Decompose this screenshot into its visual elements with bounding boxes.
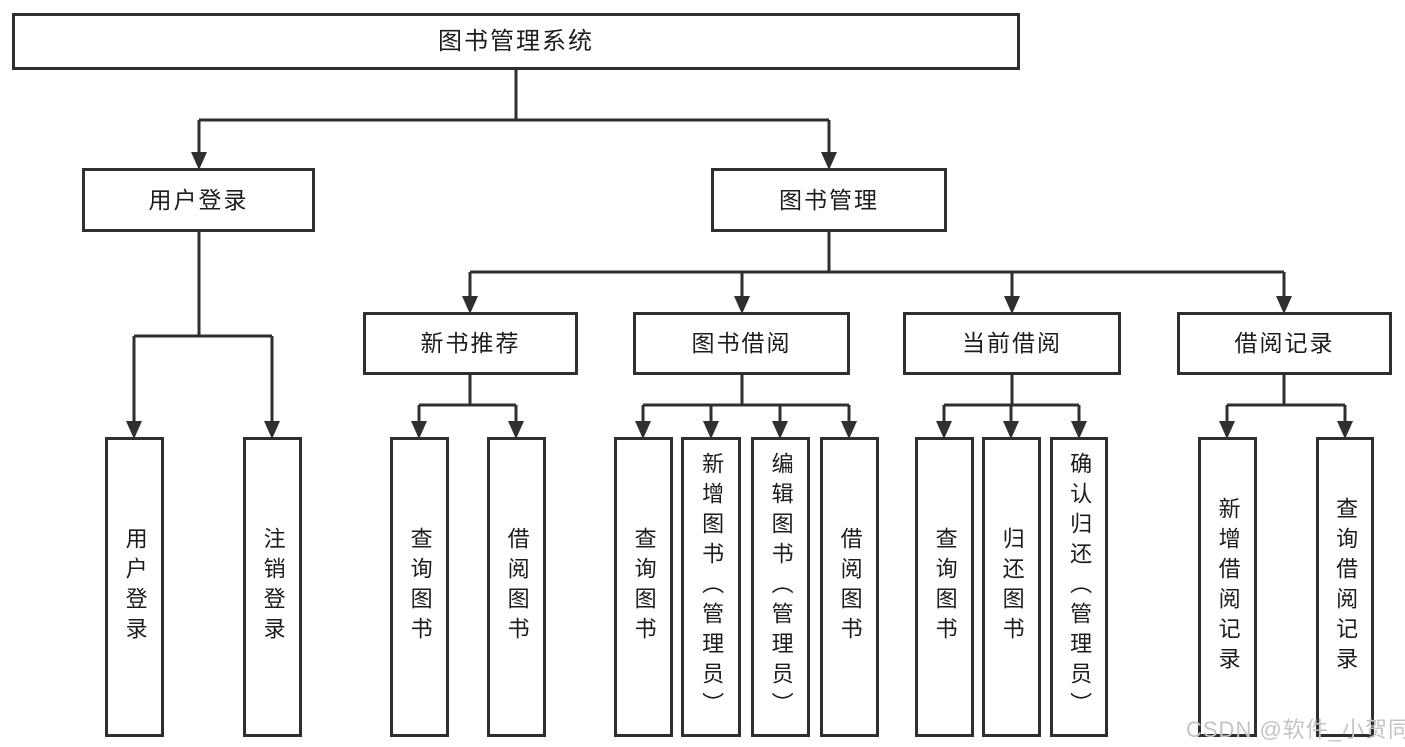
connector-book-borrow — [641, 375, 851, 422]
leaf-records-query-label: 查询借阅记录 — [1333, 497, 1359, 677]
leaf-logout: 注销登录 — [243, 437, 302, 737]
node-user-login-label: 用户登录 — [148, 186, 249, 213]
node-root: 图书管理系统 — [12, 13, 1020, 70]
leaf-borrow-query: 查询图书 — [614, 437, 673, 737]
node-borrow-records: 借阅记录 — [1177, 312, 1392, 375]
node-book-borrow: 图书借阅 — [633, 312, 850, 375]
node-user-login: 用户登录 — [82, 168, 315, 232]
leaf-newbook-borrow: 借阅图书 — [487, 437, 546, 737]
node-book-management: 图书管理 — [711, 168, 947, 232]
leaf-borrow-edit-admin: 编辑图书（管理员） — [751, 437, 810, 737]
connector-root — [197, 68, 831, 153]
leaf-newbook-borrow-label: 借阅图书 — [504, 527, 530, 647]
watermark-text: CSDN @软件_小贺同学 — [1186, 717, 1405, 742]
leaf-borrow-edit-admin-label: 编辑图书（管理员） — [768, 452, 794, 722]
leaf-current-return: 归还图书 — [982, 437, 1041, 737]
leaf-records-add: 新增借阅记录 — [1198, 437, 1257, 737]
node-book-management-label: 图书管理 — [779, 186, 879, 213]
node-new-book-recommend-label: 新书推荐 — [420, 330, 521, 356]
node-book-borrow-label: 图书借阅 — [691, 330, 792, 356]
leaf-user-login: 用户登录 — [105, 437, 164, 737]
leaf-current-query-label: 查询图书 — [932, 527, 958, 647]
node-root-label: 图书管理系统 — [438, 27, 594, 55]
leaf-borrow-borrow-label: 借阅图书 — [837, 527, 863, 647]
node-current-borrow-label: 当前借阅 — [962, 330, 1062, 356]
leaf-records-add-label: 新增借阅记录 — [1215, 497, 1241, 677]
leaf-current-confirm-admin: 确认归还（管理员） — [1050, 437, 1108, 737]
connector-book-management — [468, 232, 1286, 297]
leaf-borrow-add-admin-label: 新增图书（管理员） — [699, 452, 725, 722]
connector-current-borrow — [942, 375, 1081, 422]
connector-new-book — [417, 375, 518, 422]
connector-user-login — [132, 232, 274, 422]
leaf-records-query: 查询借阅记录 — [1316, 437, 1374, 737]
node-new-book-recommend: 新书推荐 — [363, 312, 578, 375]
leaf-borrow-borrow: 借阅图书 — [820, 437, 879, 737]
leaf-borrow-query-label: 查询图书 — [631, 527, 657, 647]
leaf-borrow-add-admin: 新增图书（管理员） — [681, 437, 741, 737]
connector-borrow-records — [1225, 375, 1347, 422]
leaf-current-query: 查询图书 — [915, 437, 974, 737]
node-current-borrow: 当前借阅 — [903, 312, 1121, 375]
leaf-logout-label: 注销登录 — [260, 527, 286, 647]
leaf-current-confirm-admin-label: 确认归还（管理员） — [1067, 452, 1093, 722]
leaf-newbook-query-label: 查询图书 — [407, 527, 433, 647]
node-borrow-records-label: 借阅记录 — [1234, 330, 1335, 356]
leaf-user-login-label: 用户登录 — [122, 527, 148, 647]
leaf-newbook-query: 查询图书 — [390, 437, 449, 737]
leaf-current-return-label: 归还图书 — [999, 527, 1025, 647]
